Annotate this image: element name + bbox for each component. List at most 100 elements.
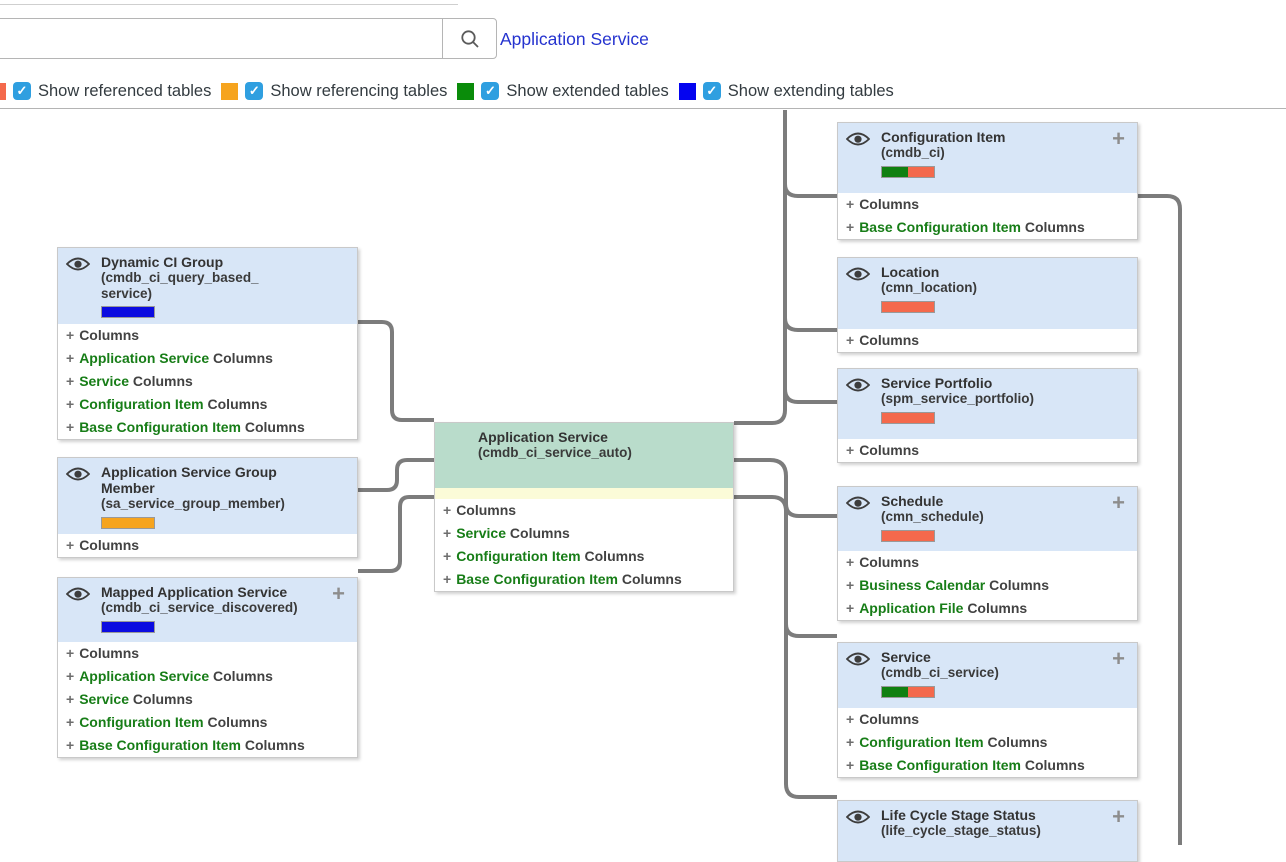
table-card-application-service-group-member: Application Service Group Member (sa_ser… xyxy=(57,457,358,558)
column-group-list: +Columns+Configuration Item Columns+Base… xyxy=(838,708,1137,777)
connector xyxy=(734,458,788,520)
bar-segment xyxy=(908,686,934,697)
column-group-configuration-item[interactable]: +Configuration Item Columns xyxy=(435,545,733,568)
eye-icon[interactable] xyxy=(846,495,870,511)
column-group-base-configuration-item[interactable]: +Base Configuration Item Columns xyxy=(435,568,733,591)
table-card-header: Service Portfolio (spm_service_portfolio… xyxy=(838,369,1137,439)
table-card-application-service: Application Service (cmdb_ci_service_aut… xyxy=(434,422,734,592)
table-card-heading: Dynamic CI Group (cmdb_ci_query_based_ s… xyxy=(101,254,259,319)
column-group-own[interactable]: +Columns xyxy=(838,193,1137,216)
column-group-base-configuration-item[interactable]: +Base Configuration Item Columns xyxy=(838,216,1137,239)
column-group-own[interactable]: +Columns xyxy=(838,708,1137,731)
top-border-line xyxy=(0,4,458,5)
referenced-table-name: Application Service xyxy=(79,668,214,684)
connector xyxy=(734,495,837,799)
plus-icon: + xyxy=(66,668,75,684)
table-card-heading: Application Service (cmdb_ci_service_aut… xyxy=(478,429,632,461)
legend-item: ✓ Show referenced tables xyxy=(0,82,211,101)
plus-icon: + xyxy=(443,525,452,541)
column-group-own[interactable]: +Columns xyxy=(838,329,1137,352)
table-system-name: (cmdb_ci_service) xyxy=(881,665,999,681)
columns-word: Columns xyxy=(79,536,140,553)
columns-word: Columns xyxy=(79,645,140,661)
column-group-application-service[interactable]: +Application Service Columns xyxy=(58,665,357,688)
legend-label: Show extending tables xyxy=(727,81,894,100)
columns-word: Columns xyxy=(1024,757,1085,773)
selected-table-link[interactable]: Application Service xyxy=(500,29,649,49)
plus-icon: + xyxy=(66,419,75,435)
table-card-heading: Service Portfolio (spm_service_portfolio… xyxy=(881,375,1034,424)
column-group-configuration-item[interactable]: +Configuration Item Columns xyxy=(58,393,357,416)
column-group-own[interactable]: +Columns xyxy=(58,534,357,557)
expand-plus-icon[interactable]: + xyxy=(1112,804,1125,829)
legend-checkbox[interactable]: ✓ xyxy=(702,82,721,100)
column-group-own[interactable]: +Columns xyxy=(838,551,1137,574)
table-card-heading: Location (cmn_location) xyxy=(881,264,977,313)
plus-icon: + xyxy=(846,554,855,570)
column-group-business-calendar[interactable]: +Business Calendar Columns xyxy=(838,574,1137,597)
eye-icon[interactable] xyxy=(846,266,870,282)
table-card-schedule: Schedule (cmn_schedule) + +Columns+Busin… xyxy=(837,486,1138,621)
eye-icon[interactable] xyxy=(846,651,870,667)
column-group-application-file[interactable]: +Application File Columns xyxy=(838,597,1137,620)
expand-plus-icon[interactable]: + xyxy=(1112,126,1125,151)
legend-checkbox[interactable]: ✓ xyxy=(245,82,264,100)
column-group-list: +Columns xyxy=(838,439,1137,462)
table-title: Schedule xyxy=(881,493,944,509)
column-group-own[interactable]: +Columns xyxy=(58,642,357,665)
table-type-bar xyxy=(881,529,935,542)
column-group-service[interactable]: +Service Columns xyxy=(58,688,357,711)
table-type-bar xyxy=(881,685,935,698)
table-type-bar xyxy=(101,620,155,633)
expand-plus-icon[interactable]: + xyxy=(1112,646,1125,671)
column-group-own[interactable]: +Columns xyxy=(58,324,357,347)
referenced-table-name: Configuration Item xyxy=(456,548,585,564)
column-group-own[interactable]: +Columns xyxy=(435,499,733,522)
plus-icon: + xyxy=(66,373,75,389)
plus-icon: + xyxy=(846,442,855,458)
column-group-service[interactable]: +Service Columns xyxy=(435,522,733,545)
table-card-life-cycle-stage-status: Life Cycle Stage Status (life_cycle_stag… xyxy=(837,800,1138,862)
eye-icon[interactable] xyxy=(66,256,90,272)
table-card-mapped-application-service: Mapped Application Service (cmdb_ci_serv… xyxy=(57,577,358,758)
columns-word: Columns xyxy=(859,442,920,458)
column-group-configuration-item[interactable]: +Configuration Item Columns xyxy=(838,731,1137,754)
plus-icon: + xyxy=(846,219,855,235)
columns-word: Columns xyxy=(584,548,645,564)
expand-plus-icon[interactable]: + xyxy=(332,581,345,606)
legend-checkbox[interactable]: ✓ xyxy=(13,82,31,100)
connector xyxy=(784,623,837,638)
table-type-bar xyxy=(881,411,935,424)
connector xyxy=(358,320,434,422)
referenced-table-name: Service xyxy=(79,691,133,707)
eye-icon[interactable] xyxy=(846,809,870,825)
column-group-base-configuration-item[interactable]: +Base Configuration Item Columns xyxy=(838,754,1137,777)
columns-word: Columns xyxy=(967,600,1028,616)
legend-item: ✓ Show referencing tables xyxy=(221,82,447,101)
eye-icon[interactable] xyxy=(66,466,90,482)
expand-plus-icon[interactable]: + xyxy=(1112,490,1125,515)
plus-icon: + xyxy=(846,734,855,750)
topbar: Application Service ✓ Show referenced ta… xyxy=(0,0,1286,108)
table-title: Application Service Group Member xyxy=(101,464,277,497)
search-input[interactable] xyxy=(0,18,443,59)
eye-icon[interactable] xyxy=(66,586,90,602)
column-group-base-configuration-item[interactable]: +Base Configuration Item Columns xyxy=(58,416,357,439)
eye-icon[interactable] xyxy=(846,377,870,393)
referenced-table-name: Business Calendar xyxy=(859,577,990,593)
table-card-header: Service (cmdb_ci_service) + xyxy=(838,643,1137,708)
referenced-table-name: Base Configuration Item xyxy=(79,737,245,753)
column-group-base-configuration-item[interactable]: +Base Configuration Item Columns xyxy=(58,734,357,757)
column-group-own[interactable]: +Columns xyxy=(838,439,1137,462)
table-card-dynamic-ci-group: Dynamic CI Group (cmdb_ci_query_based_ s… xyxy=(57,247,358,440)
column-group-configuration-item[interactable]: +Configuration Item Columns xyxy=(58,711,357,734)
table-card-header: Application Service (cmdb_ci_service_aut… xyxy=(435,423,733,488)
legend-checkbox[interactable]: ✓ xyxy=(481,82,500,100)
search-button[interactable] xyxy=(442,18,497,59)
table-card-header: Location (cmn_location) xyxy=(838,258,1137,329)
table-card-header: Dynamic CI Group (cmdb_ci_query_based_ s… xyxy=(58,248,357,324)
column-group-service[interactable]: +Service Columns xyxy=(58,370,357,393)
eye-icon[interactable] xyxy=(846,131,870,147)
table-title: Dynamic CI Group xyxy=(101,254,224,270)
column-group-application-service[interactable]: +Application Service Columns xyxy=(58,347,357,370)
